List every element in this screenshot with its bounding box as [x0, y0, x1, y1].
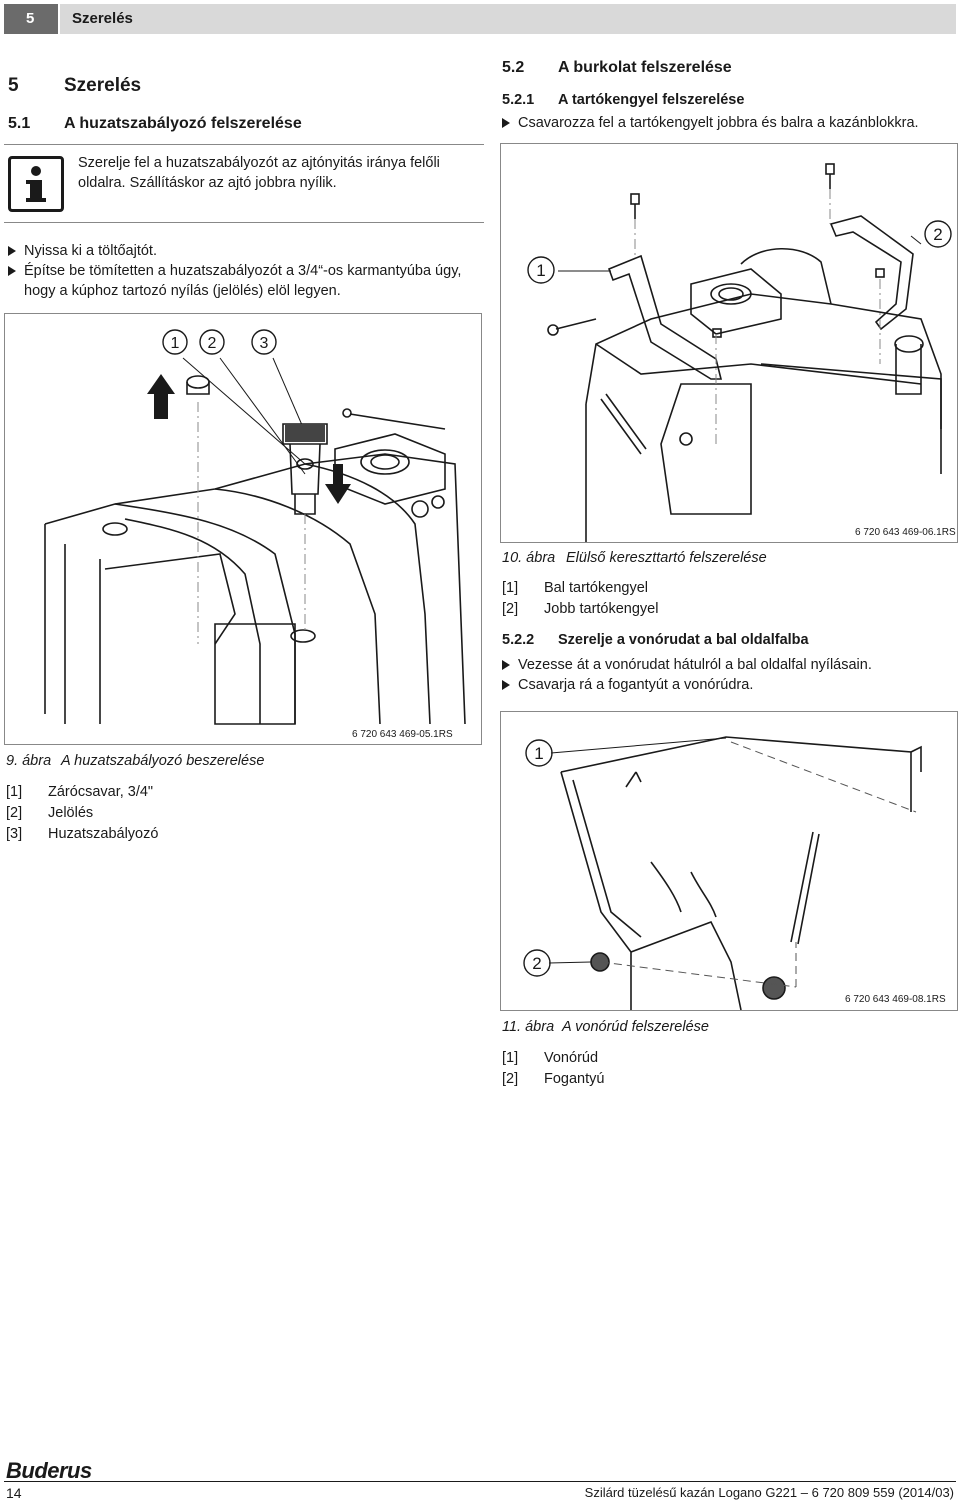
legend-text: Zárócsavar, 3/4" — [48, 784, 154, 800]
fig10-callout-2-label: 2 — [933, 225, 942, 244]
section-5-1-number: 5.1 — [8, 115, 31, 132]
footer-rule — [4, 1481, 956, 1482]
info-icon — [8, 156, 64, 212]
step-install-regulator-cont: hogy a kúphoz tartozó nyílás (jelölés) e… — [24, 283, 341, 299]
legend-text: Bal tartókengyel — [544, 580, 648, 596]
fig9-callout-1-label: 1 — [171, 335, 180, 352]
fig9-callout-2-label: 2 — [208, 335, 217, 352]
steps-5-2-2: Vezesse át a vonórudat hátulról a bal ol… — [500, 655, 956, 695]
legend-key: [3] — [6, 826, 23, 842]
legend-text: Huzatszabályozó — [48, 826, 159, 842]
section-5-1-heading: 5.1 A huzatszabályozó felszerelése — [8, 115, 302, 133]
legend-key: [2] — [6, 805, 23, 821]
brand-logo: Buderus — [6, 1458, 92, 1483]
legend-text: Jelölés — [48, 805, 94, 821]
figure-9-caption: 9. ábra A huzatszabályozó beszerelése — [6, 753, 264, 769]
figure-10-caption-text: Elülső kereszttartó felszerelése — [566, 550, 767, 566]
section-5-2-title: A burkolat felszerelése — [558, 59, 732, 76]
fig11-callout-2-label: 2 — [532, 954, 541, 973]
info-note: Szerelje fel a huzatszabályozót az ajtón… — [78, 153, 440, 193]
figure-10-legend: [1] Bal tartókengyel [2] Jobb tartókengyel — [502, 578, 658, 620]
document-reference: Szilárd tüzelésű kazán Logano G221 – 6 7… — [584, 1485, 954, 1500]
page-number: 14 — [6, 1485, 22, 1501]
section-5-2-heading: 5.2 A burkolat felszerelése — [502, 59, 732, 77]
figure-10-caption-number: 10. ábra — [502, 550, 556, 566]
section-5-2-1-title: A tartókengyel felszerelése — [558, 92, 745, 108]
fig10-callout-1-label: 1 — [536, 261, 545, 280]
legend-key: [1] — [502, 1050, 519, 1066]
legend-key: [2] — [502, 1071, 519, 1087]
fig11-callout-1-label: 1 — [534, 744, 543, 763]
figure-10-caption: 10. ábra Elülső kereszttartó felszerelése — [502, 550, 767, 566]
fig10-callout-2 — [924, 220, 952, 248]
section-5-2-2-number: 5.2.2 — [502, 632, 535, 648]
figure-9-regulator-install: 1 2 3 — [4, 313, 482, 745]
legend-item: [1] Bal tartókengyel — [502, 578, 658, 599]
header-chapter-title: Szerelés — [60, 4, 956, 34]
figure-11-code: 6 720 643 469-08.1RS — [845, 994, 946, 1005]
legend-text: Jobb tartókengyel — [544, 601, 659, 617]
figure-11-caption-text: A vonórúd felszerelése — [562, 1019, 709, 1035]
figure-9-caption-number: 9. ábra — [6, 753, 52, 769]
section-5-1-title: A huzatszabályozó felszerelése — [64, 115, 302, 132]
section-5-2-1-heading: 5.2.1 A tartókengyel felszerelése — [502, 92, 744, 108]
note-bottom-rule — [4, 222, 484, 223]
legend-item: [1] Zárócsavar, 3/4" — [6, 782, 158, 803]
legend-item: [1] Vonórúd — [502, 1048, 604, 1069]
legend-item: [2] Jelölés — [6, 803, 158, 824]
legend-item: [3] Huzatszabályozó — [6, 824, 158, 845]
figure-9-drawing: 1 2 3 — [44, 329, 466, 725]
fig9-callout-2 — [199, 329, 225, 355]
info-note-line-1: Szerelje fel a huzatszabályozót az ajtón… — [78, 155, 440, 171]
steps-5-1: Nyissa ki a töltőajtót. Építse be tömíte… — [6, 241, 486, 301]
section-5-2-2-heading: 5.2.2 Szerelje a vonórudat a bal oldalfal… — [502, 632, 809, 648]
section-5-heading: 5 Szerelés — [8, 75, 141, 97]
fig9-callout-3 — [251, 329, 277, 355]
fig9-callout-3-label: 3 — [260, 335, 269, 352]
legend-item: [2] Jobb tartókengyel — [502, 599, 658, 620]
step-mount-brackets: Csavarozza fel a tartókengyelt jobbra és… — [500, 113, 956, 133]
section-5-2-1-number: 5.2.1 — [502, 92, 535, 108]
step-open-door: Nyissa ki a töltőajtót. — [6, 241, 486, 261]
legend-key: [1] — [502, 580, 519, 596]
legend-text: Fogantyú — [544, 1071, 605, 1087]
figure-11-drawing: 1 2 — [523, 736, 922, 1011]
steps-5-2-1: Csavarozza fel a tartókengyelt jobbra és… — [500, 113, 956, 133]
legend-text: Vonórúd — [544, 1050, 599, 1066]
figure-11-legend: [1] Vonórúd [2] Fogantyú — [502, 1048, 604, 1090]
figure-10-drawing: 1 2 — [527, 163, 952, 542]
legend-item: [2] Fogantyú — [502, 1069, 604, 1090]
figure-9-caption-text: A huzatszabályozó beszerelése — [61, 753, 265, 769]
legend-key: [1] — [6, 784, 23, 800]
fig10-callout-1 — [527, 256, 555, 284]
note-top-rule — [4, 144, 484, 145]
figure-11-rod: 1 2 — [500, 711, 958, 1011]
step-screw-handle: Csavarja rá a fogantyút a vonórúdra. — [500, 675, 956, 695]
legend-key: [2] — [502, 601, 519, 617]
figure-11-caption-number: 11. ábra — [502, 1019, 555, 1035]
step-insert-rod: Vezesse át a vonórudat hátulról a bal ol… — [500, 655, 956, 675]
section-5-2-number: 5.2 — [502, 59, 525, 76]
step-install-regulator: Építse be tömítetten a huzatszabályozót … — [6, 261, 486, 281]
fig9-callout-1 — [162, 329, 188, 355]
info-note-line-2: oldalra. Szállításkor az ajtó jobbra nyí… — [78, 175, 337, 191]
figure-10-code: 6 720 643 469-06.1RS — [855, 527, 956, 538]
figure-9-legend: [1] Zárócsavar, 3/4" [2] Jelölés [3] Huzats… — [6, 782, 158, 845]
figure-10-brackets: 1 2 — [500, 143, 958, 543]
section-5-number: 5 — [8, 75, 19, 96]
figure-11-caption: 11. ábra A vonórúd felszerelése — [502, 1019, 709, 1035]
page-header: 5 Szerelés — [4, 4, 956, 34]
figure-9-code: 6 720 643 469-05.1RS — [352, 729, 453, 740]
section-5-title: Szerelés — [64, 75, 142, 96]
header-chapter-number: 5 — [4, 4, 58, 34]
section-5-2-2-title: Szerelje a vonórudat a bal oldalfalba — [558, 632, 809, 648]
